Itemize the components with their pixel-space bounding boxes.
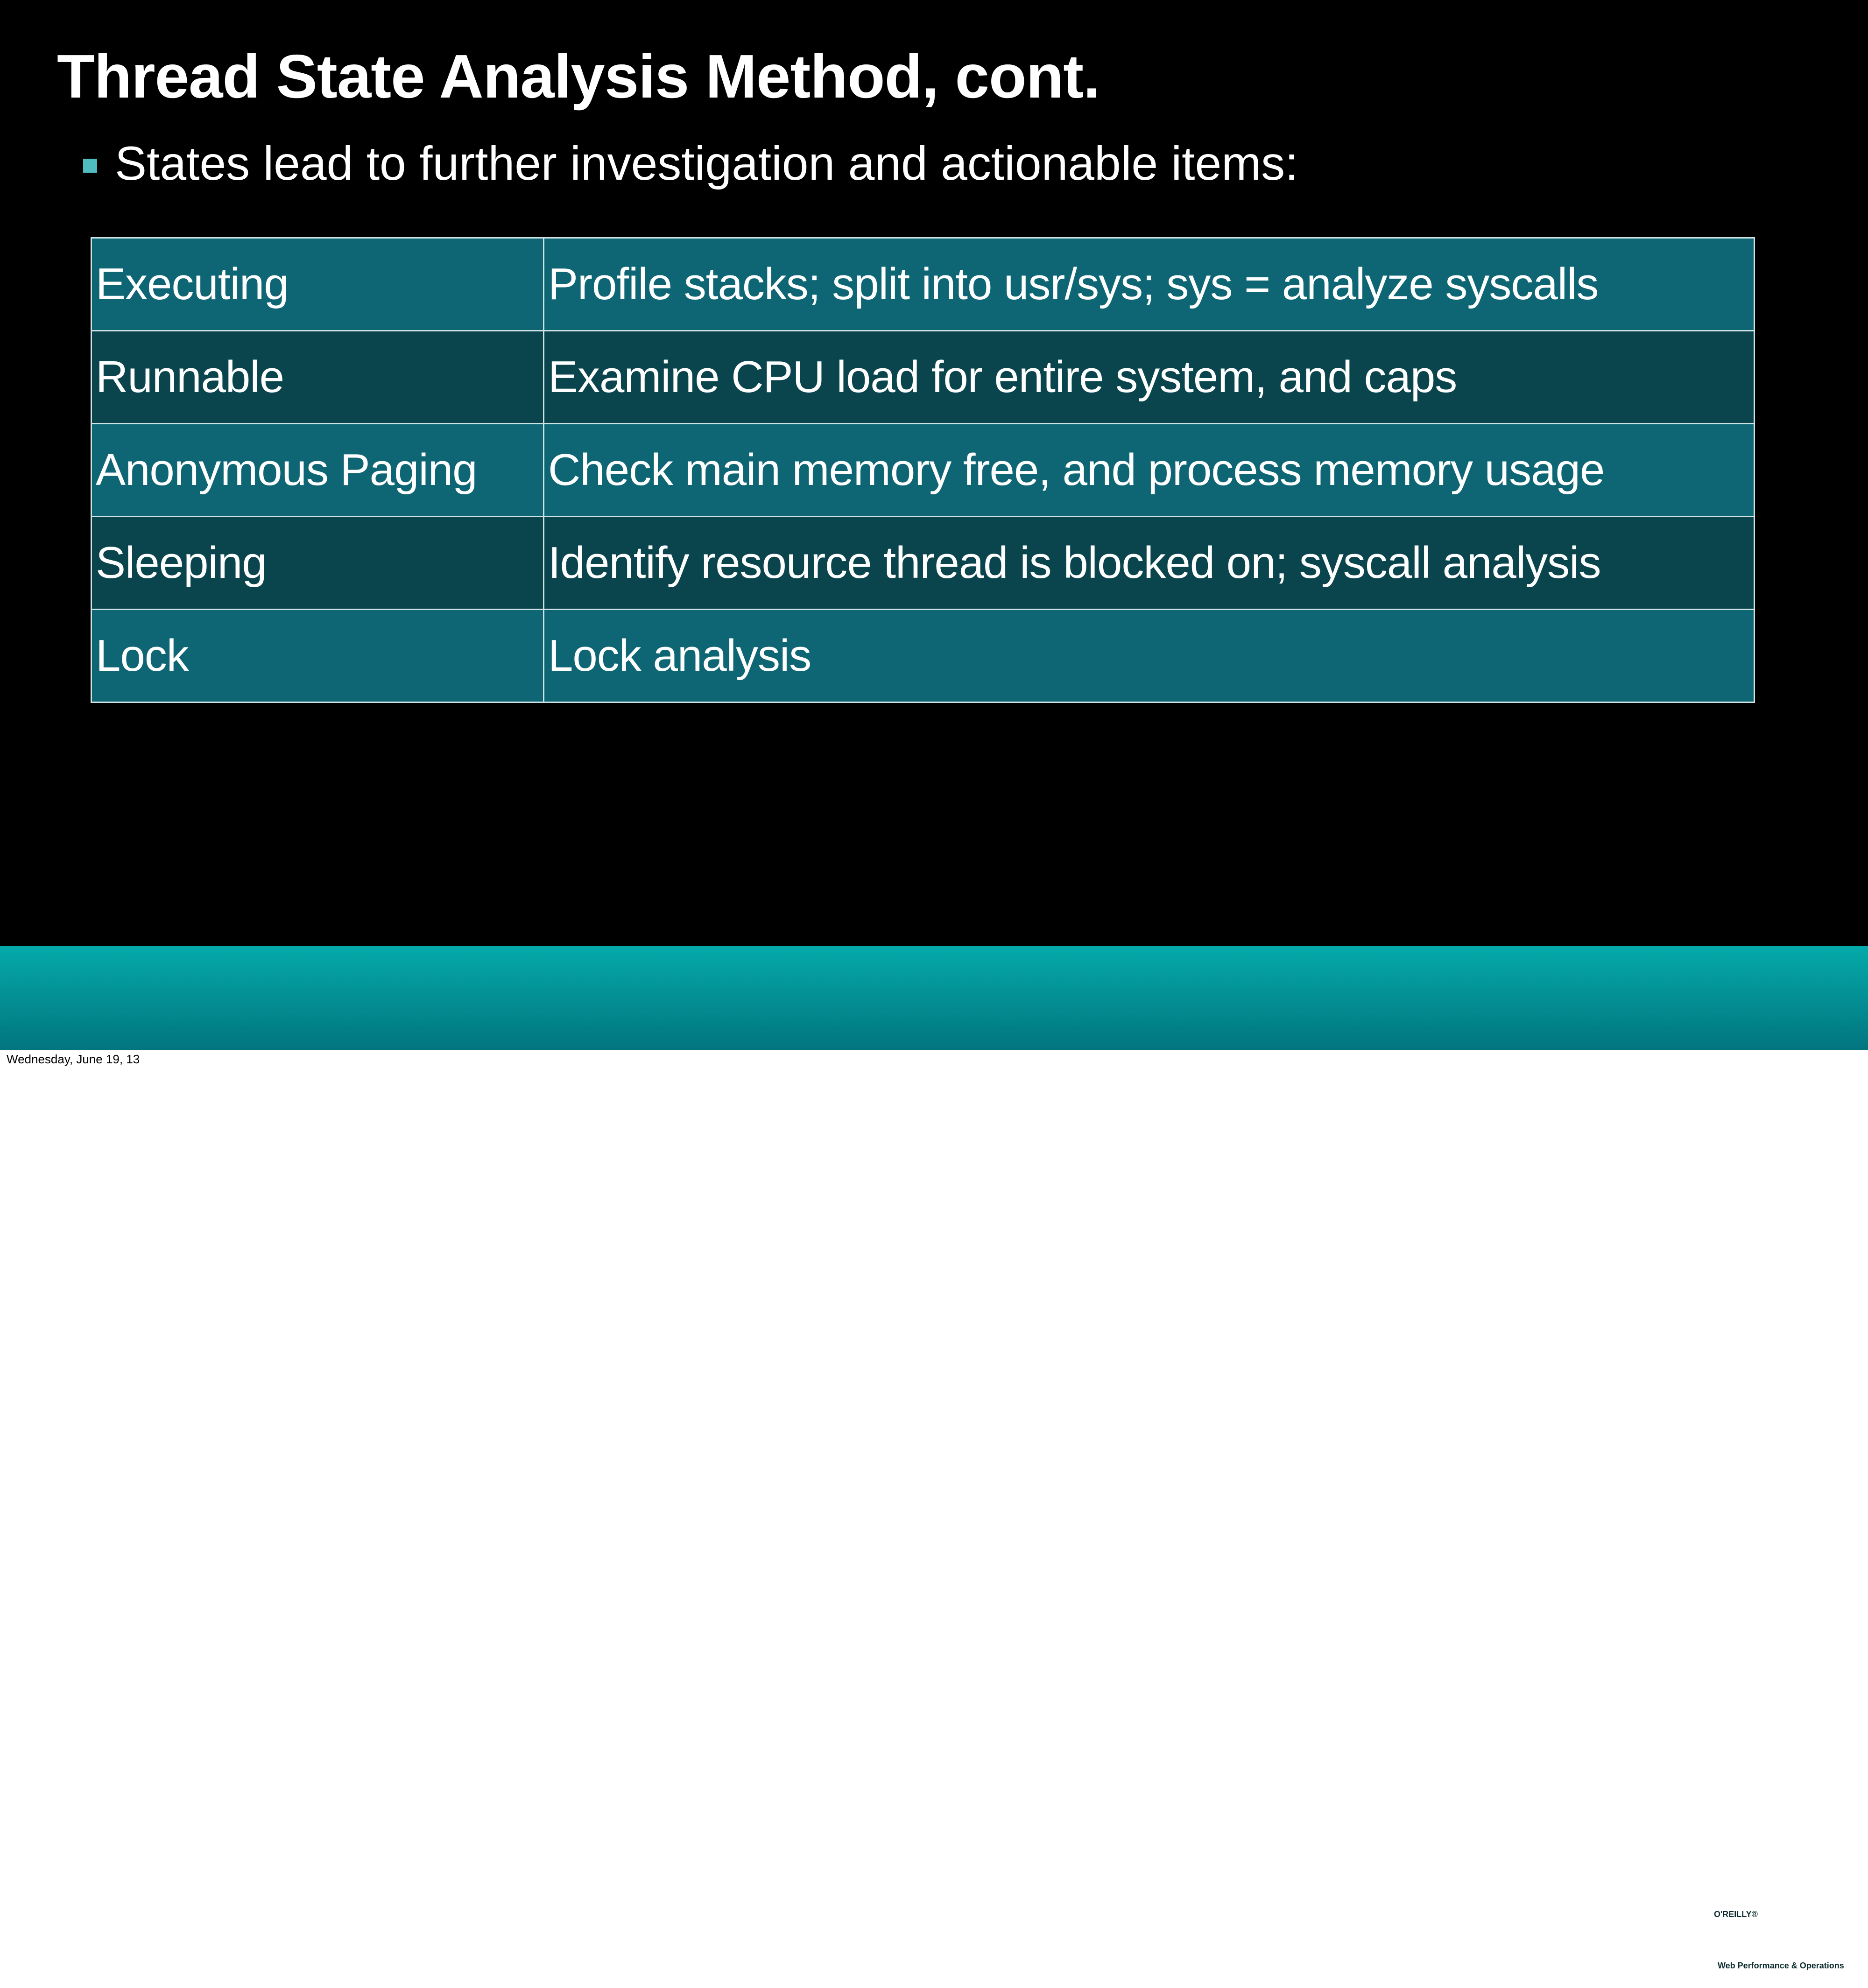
slide-title: Thread State Analysis Method, cont.	[57, 42, 1100, 111]
velocity-logo: O'REILLY® Velocity Web Performance & Ope…	[1681, 1904, 1868, 1988]
logo-suffix: CONFERENCE	[1778, 1972, 1868, 1986]
logo-tagline: Web Performance & Operations	[1718, 1961, 1844, 1970]
table-row: Executing Profile stacks; split into usr…	[91, 237, 1755, 331]
footer-date: Wednesday, June 19, 13	[7, 1052, 140, 1066]
state-cell: Runnable	[91, 330, 544, 424]
bullet-item: States lead to further investigation and…	[83, 136, 1298, 191]
state-cell: Sleeping	[91, 516, 544, 610]
thread-state-table: Executing Profile stacks; split into usr…	[91, 237, 1755, 703]
state-cell: Lock	[91, 609, 544, 703]
bullet-text: States lead to further investigation and…	[115, 137, 1298, 190]
footer-band: O'REILLY® Velocity Web Performance & Ope…	[0, 946, 1868, 1986]
bullet-square-icon	[83, 158, 97, 173]
action-cell: Profile stacks; split into usr/sys; sys …	[543, 237, 1755, 331]
action-cell: Examine CPU load for entire system, and …	[543, 330, 1755, 424]
state-cell: Executing	[91, 237, 544, 331]
action-cell: Identify resource thread is blocked on; …	[543, 516, 1755, 610]
table-row: Anonymous Paging Check main memory free,…	[91, 423, 1755, 517]
table-row: Runnable Examine CPU load for entire sys…	[91, 330, 1755, 424]
table-row: Lock Lock analysis	[91, 609, 1755, 703]
action-cell: Check main memory free, and process memo…	[543, 423, 1755, 517]
state-cell: Anonymous Paging	[91, 423, 544, 517]
table-row: Sleeping Identify resource thread is blo…	[91, 516, 1755, 610]
action-cell: Lock analysis	[543, 609, 1755, 703]
